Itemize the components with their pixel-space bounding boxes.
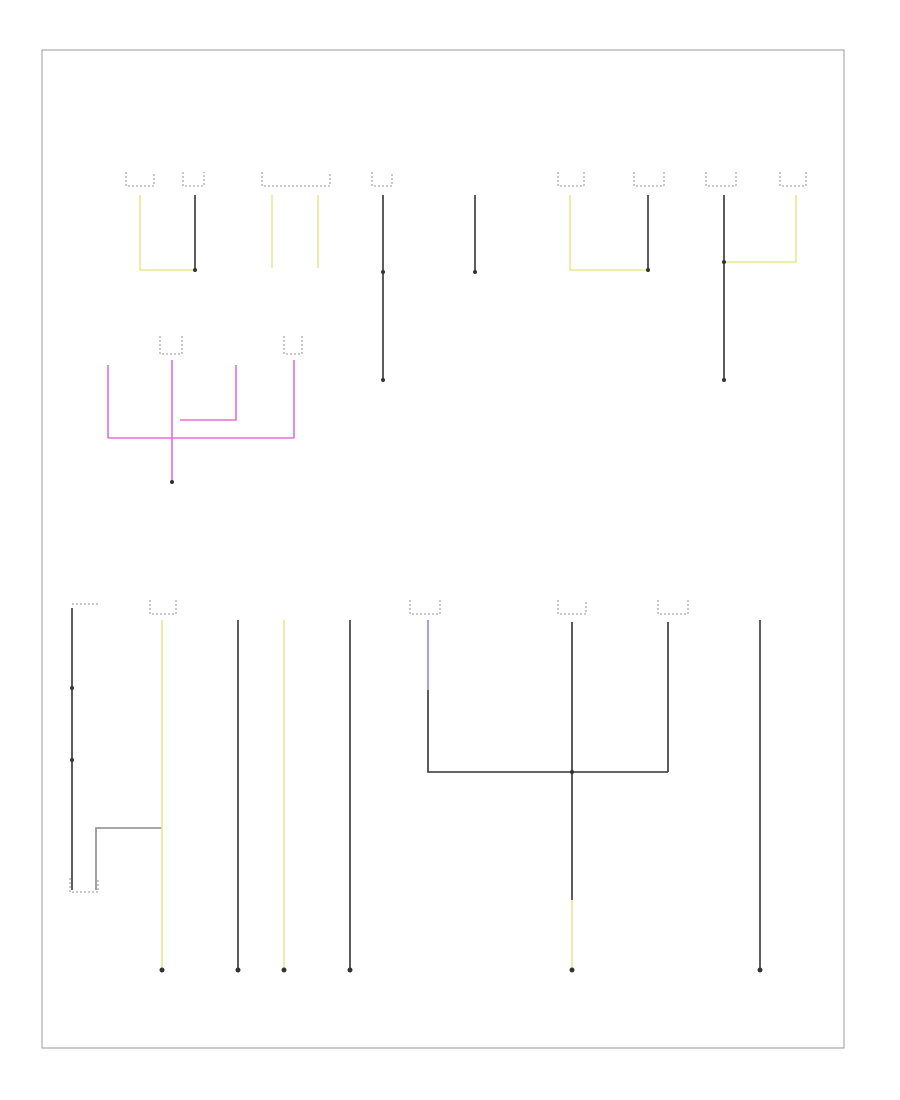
- row1-group-f: [705, 172, 807, 382]
- wire-yellow-a: [139, 195, 195, 271]
- connector-c15: [557, 600, 587, 615]
- connector-c6: [633, 172, 665, 187]
- connector-c8: [779, 172, 807, 187]
- row2-group: [107, 336, 303, 484]
- connector-c7: [705, 172, 737, 187]
- connector-c1: [125, 172, 155, 187]
- junction-a: [193, 268, 197, 272]
- row1-group-e: [557, 172, 665, 272]
- connector-c2: [182, 172, 205, 187]
- connector-c13: [149, 600, 177, 615]
- wire-black-j: [427, 690, 668, 773]
- junction-d: [473, 270, 477, 274]
- row3-group-c: [235, 620, 287, 973]
- wire-violet-3: [180, 365, 237, 421]
- junction-f2: [722, 378, 726, 382]
- row1-group-c: [371, 172, 393, 382]
- connector-c4: [371, 172, 393, 187]
- connector-c14: [409, 600, 441, 615]
- connector-c5: [557, 172, 585, 187]
- connector-c10: [283, 336, 303, 355]
- ground-dot-1: [159, 967, 165, 973]
- junction-violet: [170, 480, 174, 484]
- row1-group-a: [125, 172, 205, 272]
- junction-f1: [722, 260, 726, 264]
- junction-g1: [70, 686, 74, 690]
- connector-c9: [159, 336, 183, 355]
- wire-yellow-e: [569, 195, 648, 271]
- ground-dot-4: [347, 967, 353, 973]
- junction-c2: [381, 378, 385, 382]
- junction-g2: [70, 758, 74, 762]
- row1-group-b: [261, 172, 331, 268]
- row3-group-d: [347, 620, 353, 973]
- row3-group-b: [149, 600, 177, 973]
- row1-group-d: [473, 195, 477, 274]
- ground-dot-6: [757, 967, 763, 973]
- wire-yellow-f: [724, 195, 797, 263]
- wire-gray-g: [95, 827, 162, 890]
- row3-group-a: [69, 603, 162, 893]
- diagram-frame: [41, 49, 845, 1049]
- row3-group-f: [757, 620, 763, 973]
- connector-c12: [69, 878, 99, 893]
- junction-e: [646, 268, 650, 272]
- connector-c3: [261, 172, 331, 187]
- junction-c1: [381, 270, 385, 274]
- ground-dot-3: [281, 967, 287, 973]
- row3-group-e: [409, 600, 689, 973]
- connector-c16: [657, 600, 689, 615]
- ground-dot-2: [235, 967, 241, 973]
- ground-dot-5: [569, 967, 575, 973]
